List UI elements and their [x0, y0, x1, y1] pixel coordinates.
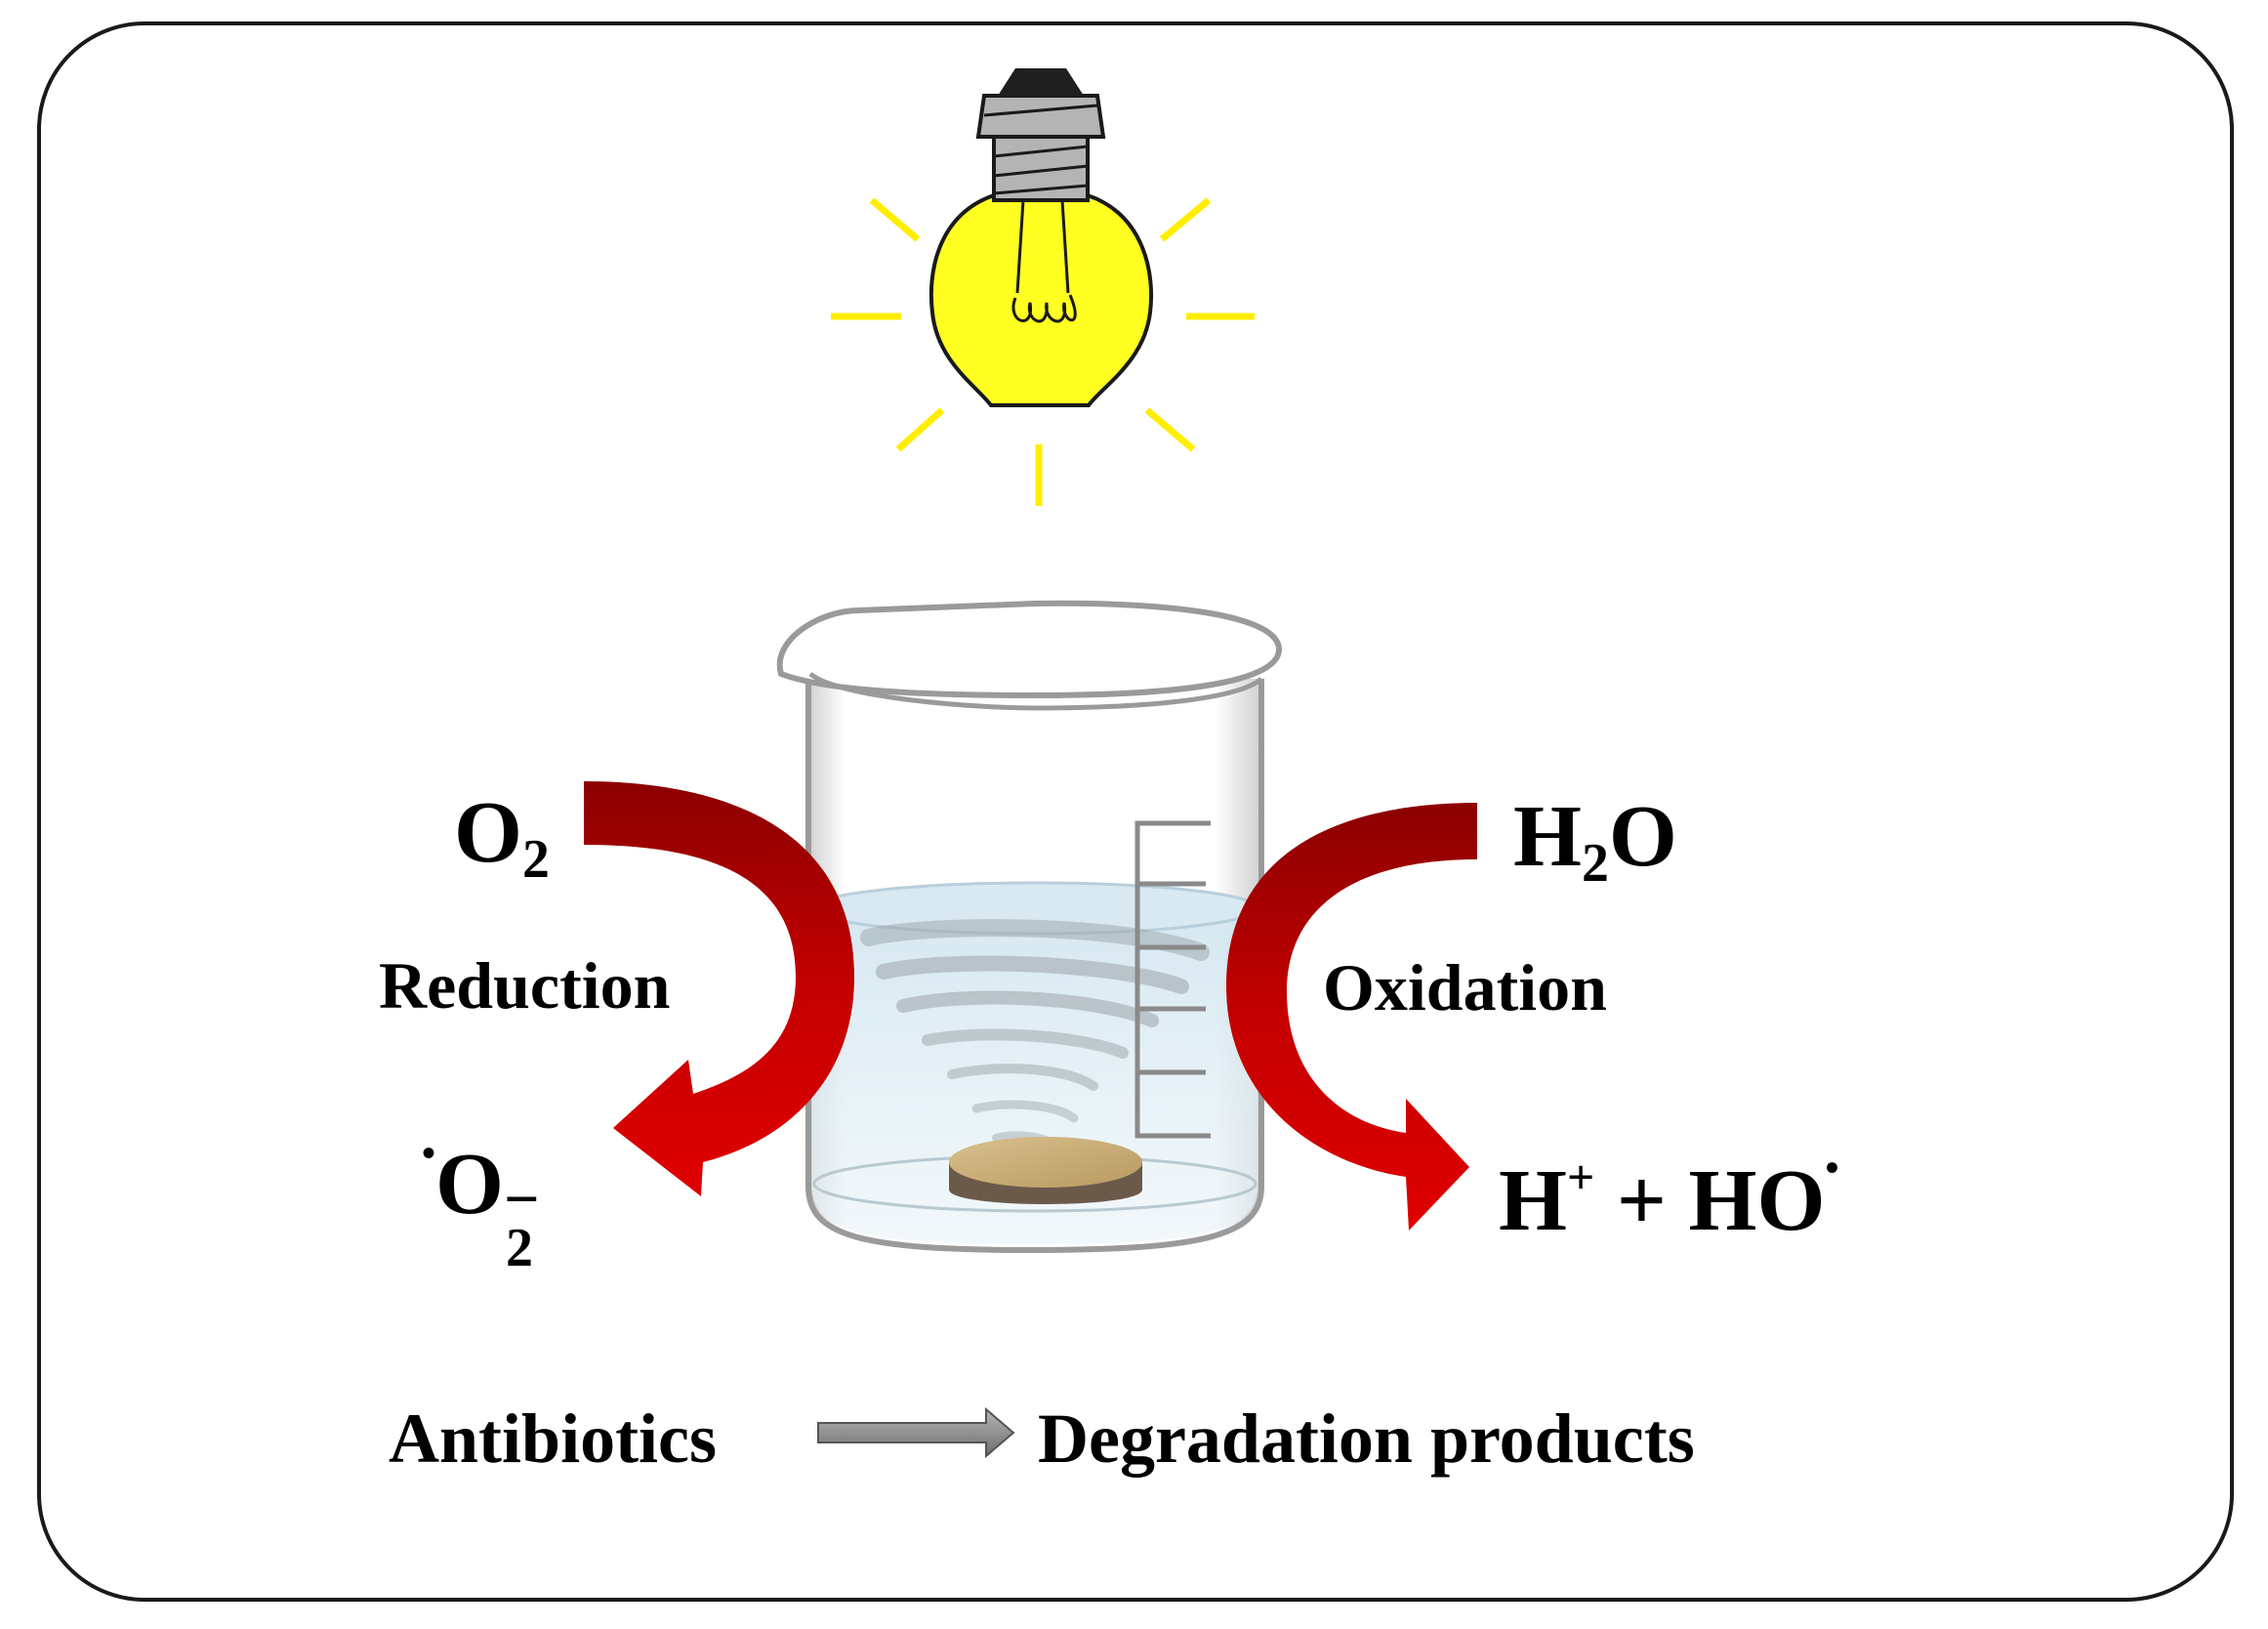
- beaker-icon: [776, 600, 1283, 1254]
- vortex-icon: [860, 919, 1210, 1151]
- filament: [1011, 199, 1077, 323]
- degradation-arrow-icon: [817, 1406, 1015, 1459]
- oxidation-label: Oxidation: [1323, 950, 1607, 1024]
- oxygen-label: O2: [454, 789, 550, 887]
- bulb-glass: [928, 193, 1154, 407]
- antibiotics-label: Antibiotics: [389, 1399, 718, 1478]
- oxidation-arrow: [1226, 803, 1477, 1231]
- water-h: H: [1513, 788, 1583, 885]
- plus-sign: +: [1616, 1152, 1668, 1249]
- diagram-frame: [37, 21, 2234, 1602]
- hydroxyl-radical: HO: [1688, 1152, 1826, 1249]
- superoxide-base: O: [435, 1136, 505, 1232]
- beaker-rim: [776, 600, 1283, 699]
- water-label: H2O: [1513, 793, 1677, 891]
- reduction-arrow: [584, 781, 854, 1196]
- proton-charge: +: [1567, 1149, 1595, 1204]
- graduation-marks: [1134, 820, 1211, 1139]
- hydroxyl-dot: •: [1825, 1146, 1839, 1190]
- bulb-socket: [975, 68, 1106, 202]
- superoxide-dot: •: [422, 1131, 436, 1175]
- catalyst-disk-icon: [949, 1137, 1142, 1204]
- superoxide-charge: −: [504, 1164, 540, 1233]
- superoxide-label: •O−2: [422, 1134, 540, 1276]
- light-bulb-icon: [831, 68, 1255, 506]
- oxygen-subscript: 2: [522, 828, 550, 890]
- oxygen-base: O: [454, 784, 523, 881]
- water-subscript: 2: [1582, 832, 1609, 894]
- water-o: O: [1608, 788, 1677, 885]
- superoxide-subscript: 2: [506, 1218, 534, 1278]
- reduction-label: Reduction: [379, 948, 671, 1023]
- proton-h: H: [1499, 1152, 1568, 1249]
- hydroxyl-label: H+ + HO•: [1499, 1149, 1839, 1245]
- light-rays: [831, 197, 1255, 506]
- degradation-products-label: Degradation products: [1038, 1399, 1695, 1478]
